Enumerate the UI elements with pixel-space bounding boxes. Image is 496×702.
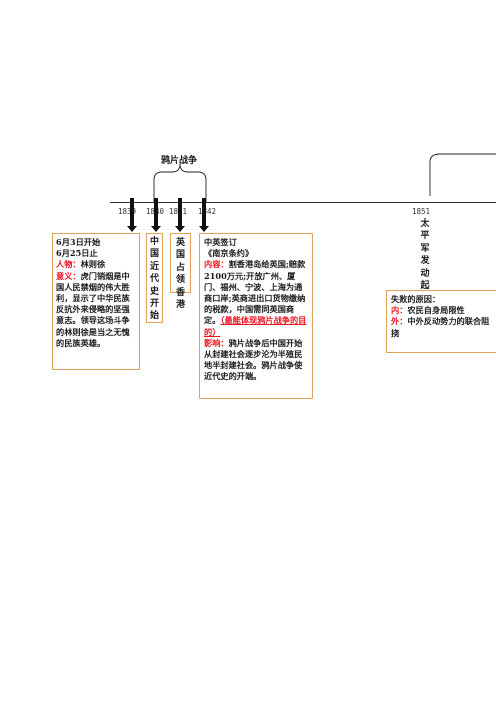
impact-label: 影响： [204,337,229,348]
vertical-char: 国 [175,250,185,261]
year-1842: 1842 [198,207,217,216]
failure-reasons-box: 失败的原因： 内：农民自身局限性 外：中外反动势力的联合阻挠 [386,290,496,353]
vertical-char: 史 [149,286,159,297]
bracket-fragment-right [429,153,496,196]
end-date: 6月25日止 [56,248,98,259]
start-date: 6月3日开始 [56,237,101,247]
vertical-char: 英 [175,238,185,248]
event-box-1842: 中英签订 《南京条约》 内容：割香港岛给英国;赔款2100万元;开放广州、厦门、… [199,233,313,399]
vertical-char: 中 [149,237,159,247]
arrow-1840 [151,198,161,232]
vertical-char: 代 [149,274,159,285]
content-text: 割香港岛给英国;赔款2100万元;开放广州、厦门、福州、宁波、上海为通商口岸;英… [204,259,306,326]
outer-label: 外： [391,316,408,327]
vertical-char: 军 [420,243,430,254]
vertical-text-1851: 太平军发动起义 [418,218,432,290]
arrow-1842 [199,198,209,232]
vertical-char: 平 [420,231,430,242]
content-red-note: （最能体现鸦片战争的目的） [204,315,307,337]
person-label: 人物： [56,259,81,270]
outer-reason: 外：中外反动势力的联合阻挠 [391,316,495,338]
outer-text: 中外反动势力的联合阻挠 [391,316,490,338]
meaning-text: 虎门销烟是中国人民禁烟的伟大胜利，显示了中华民族反抗外来侵略的坚强意志。领导这场… [56,270,130,348]
vertical-char: 领 [175,275,185,286]
inner-reason: 内：农民自身局限性 [391,305,495,316]
impact-paragraph: 影响：鸦片战争后中国开始从封建社会逐步沦为半殖民地半封建社会。鸦片战争使近代史的… [204,338,309,383]
meaning-label: 意义： [56,270,81,281]
inner-text: 农民自身局限性 [407,305,465,316]
meaning-paragraph: 意义：虎门销烟是中国人民禁烟的伟大胜利，显示了中华民族反抗外来侵略的坚强意志。领… [56,271,136,349]
vertical-char: 占 [175,262,185,273]
arrow-1839 [127,198,137,232]
vertical-char: 近 [149,261,159,272]
timeline-axis [110,202,496,203]
impact-text: 鸦片战争后中国开始从封建社会逐步沦为半殖民地半封建社会。鸦片战争使近代史的开端。 [204,337,303,382]
event-box-1840: 中国近代史开始 [146,233,163,323]
inner-label: 内： [391,305,408,316]
failure-title: 失败的原因： [391,294,441,304]
vertical-char: 香 [175,287,185,298]
content-paragraph: 内容：割香港岛给英国;赔款2100万元;开放广州、厦门、福州、宁波、上海为通商口… [204,259,309,337]
person-line: 人物：林则徐 [56,259,136,270]
person-value: 林则徐 [80,259,106,270]
bracket-title: 鸦片战争 [161,156,198,166]
year-1851: 1851 [412,207,431,216]
content-label: 内容： [204,259,229,270]
vertical-char: 发 [420,256,430,267]
treaty-line2: 《南京条约》 [204,248,254,259]
vertical-text-1841: 英国占领香港 [171,237,190,311]
vertical-char: 动 [420,268,430,279]
vertical-char: 开 [149,299,159,310]
vertical-char: 始 [149,311,159,322]
vertical-char: 起 [420,281,430,290]
event-text-1851: 太平军发动起义 [418,218,432,290]
vertical-text-1840: 中国近代史开始 [147,236,162,323]
treaty-line1: 中英签订 [204,237,237,247]
vertical-char: 港 [175,300,185,311]
arrow-1841 [175,198,185,232]
event-box-1841: 英国占领香港 [170,233,191,310]
vertical-char: 太 [420,219,430,229]
vertical-char: 国 [149,249,159,260]
event-box-1839: 6月3日开始 6月25日止 人物：林则徐 意义：虎门销烟是中国人民禁烟的伟大胜利… [52,233,140,370]
year-1839: 1839 [118,207,137,216]
